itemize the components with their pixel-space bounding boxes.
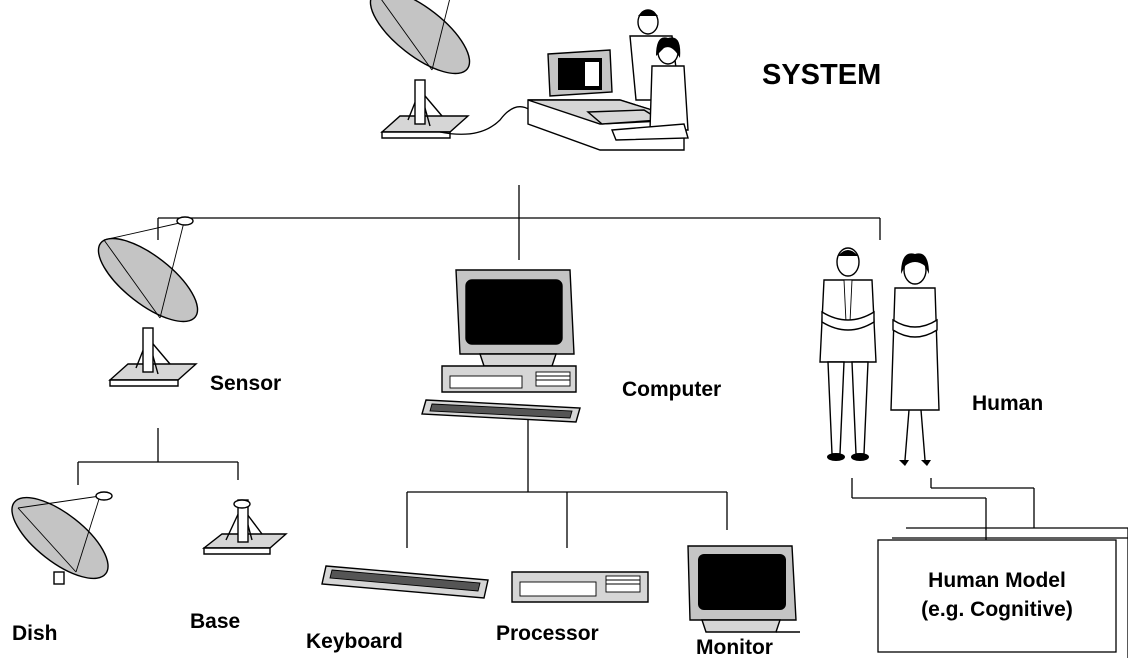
processor-box-icon xyxy=(511,571,649,603)
base-node: Base xyxy=(190,499,288,633)
processor-label: Processor xyxy=(496,622,599,645)
system-illustration: SYSTEM xyxy=(357,0,881,151)
people-icon xyxy=(819,247,940,467)
dish-node: Dish xyxy=(11,491,113,645)
processor-node: Processor xyxy=(496,571,649,645)
computer-node: Computer xyxy=(421,269,721,423)
keyboard-icon xyxy=(321,565,489,599)
monitor-node: Monitor xyxy=(687,545,800,658)
human-label: Human xyxy=(972,392,1043,415)
sensor-label: Sensor xyxy=(210,372,281,395)
satellite-dish-icon xyxy=(85,216,211,387)
computer-label: Computer xyxy=(622,378,721,401)
computer-workstation-icon xyxy=(421,269,581,423)
sensor-node: Sensor xyxy=(85,216,281,395)
human-model-node: Human Model (e.g. Cognitive) xyxy=(877,539,1117,653)
dish-base-icon xyxy=(201,499,288,555)
human-model-box xyxy=(877,539,1117,653)
keyboard-label: Keyboard xyxy=(306,630,403,653)
monitor-icon xyxy=(687,545,800,633)
human-model-title: Human Model xyxy=(928,569,1066,592)
keyboard-node: Keyboard xyxy=(306,565,489,653)
people-at-workstation-icon xyxy=(610,9,689,141)
system-label: SYSTEM xyxy=(762,59,881,91)
connector-lines xyxy=(77,185,1128,658)
dish-label: Dish xyxy=(12,622,58,645)
satellite-dish-icon xyxy=(357,0,483,139)
dish-only-icon xyxy=(11,491,113,585)
monitor-label: Monitor xyxy=(696,636,773,658)
human-model-subtitle: (e.g. Cognitive) xyxy=(921,598,1073,621)
human-node: Human xyxy=(819,247,1043,467)
base-label: Base xyxy=(190,610,240,633)
